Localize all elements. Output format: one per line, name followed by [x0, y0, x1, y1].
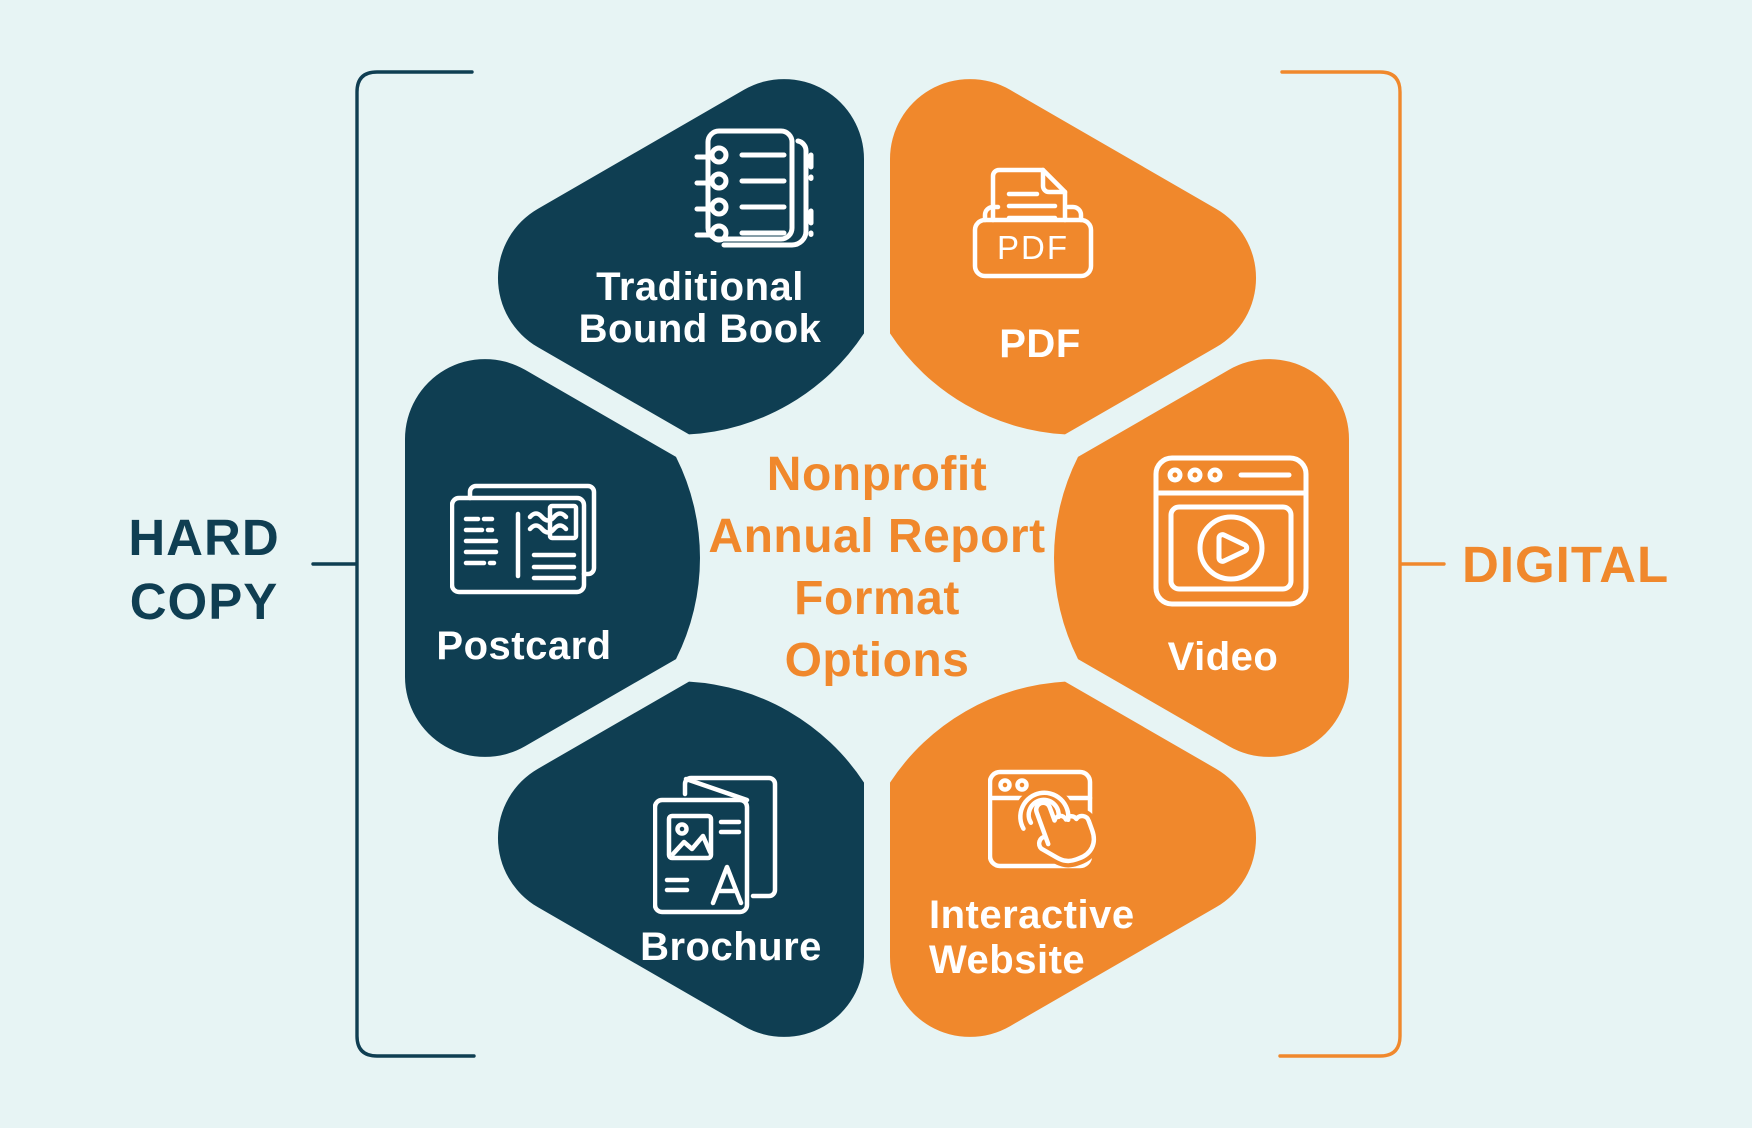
petal-label-video: Video: [1168, 636, 1279, 678]
hard-copy-line: HARD: [128, 509, 280, 566]
digital-line: DIGITAL: [1462, 536, 1670, 593]
digital-bracket: [1278, 70, 1446, 1058]
petal-label-postcard: Postcard: [436, 625, 611, 667]
center-title-line: Format: [794, 572, 960, 625]
petal-label-interactive-website: Interactive Website: [929, 893, 1135, 983]
petal-interactive-website: [890, 681, 1257, 1037]
label-line: Brochure: [640, 925, 822, 969]
label-line: Traditional: [596, 265, 804, 309]
petal-label-traditional-bound-book: Traditional Bound Book: [579, 266, 822, 350]
petal-video: [1054, 359, 1349, 757]
petal-label-pdf: PDF: [999, 323, 1081, 365]
hard-copy-line: COPY: [129, 573, 279, 630]
center-title-line: Options: [784, 634, 970, 687]
label-line: Interactive: [929, 893, 1135, 937]
center-title-line: Nonprofit: [766, 448, 988, 501]
center-title: Nonprofit Annual Report Format Options: [708, 444, 1045, 692]
digital-label: DIGITAL: [1462, 533, 1669, 597]
petal-pdf: [890, 79, 1257, 435]
center-title-line: Annual Report: [708, 510, 1046, 563]
label-line: Website: [929, 938, 1086, 982]
petal-brochure: [497, 681, 864, 1037]
label-line: Postcard: [436, 624, 612, 668]
petal-traditional-bound-book: [497, 79, 864, 435]
label-line: PDF: [999, 322, 1081, 366]
hard-copy-label: HARD COPY: [128, 506, 279, 634]
label-line: Bound Book: [578, 307, 822, 351]
petal-label-brochure: Brochure: [640, 926, 822, 968]
hard-copy-bracket: [311, 70, 476, 1058]
petal-postcard: [405, 359, 700, 757]
label-line: Video: [1167, 635, 1279, 679]
